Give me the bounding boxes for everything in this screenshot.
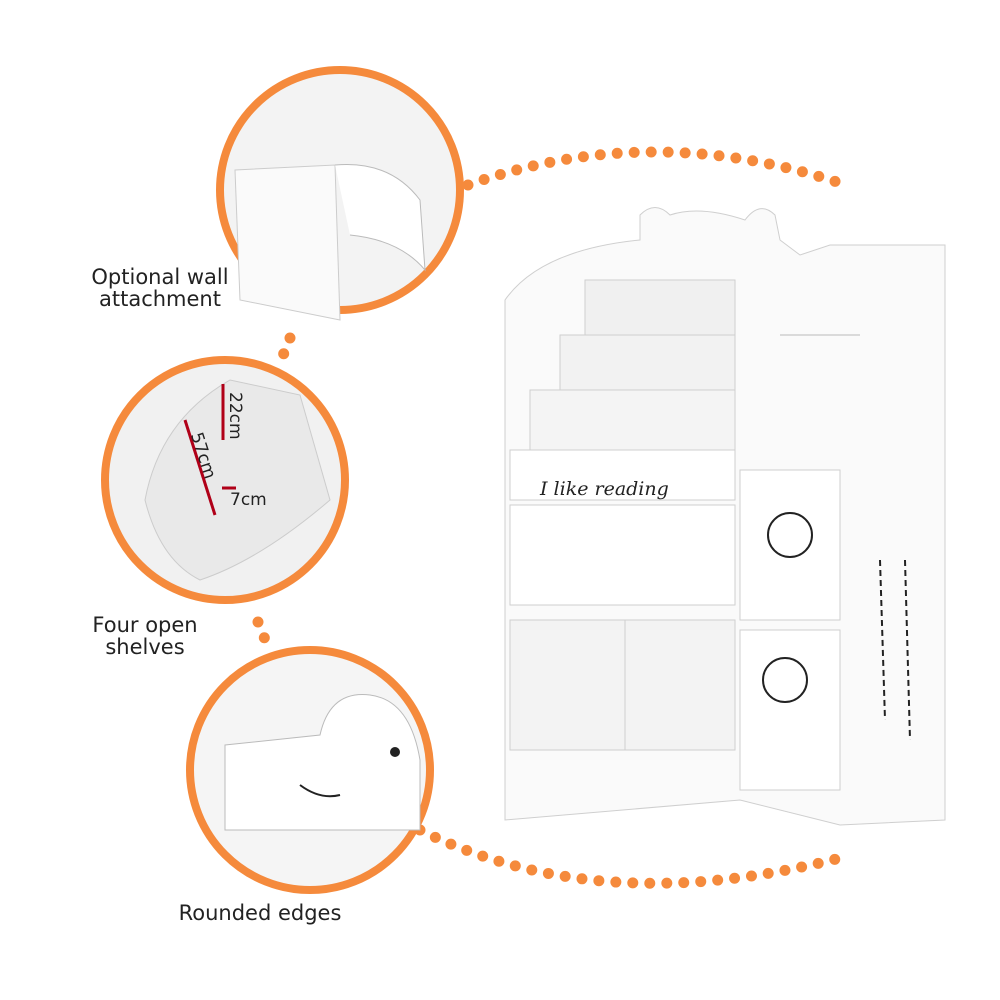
detail-circle-rounded-edges <box>186 646 434 894</box>
dotted-arc-top <box>462 146 846 191</box>
detail-circle-wall-attachment <box>216 66 464 321</box>
label-line: Rounded edges <box>178 901 342 925</box>
detail-circle-shelves <box>101 356 349 604</box>
bookshelf-product <box>504 207 946 826</box>
dotted-arc-bottom <box>414 824 846 889</box>
label-line: attachment <box>99 287 221 311</box>
feature-label-wall-attachment: Optional wall attachment <box>55 266 265 310</box>
depth-dimension: 7cm <box>230 490 267 510</box>
product-slogan: I like reading <box>540 478 669 500</box>
label-line: Optional wall <box>91 265 229 289</box>
feature-label-shelves: Four open shelves <box>55 614 235 658</box>
label-line: shelves <box>105 635 185 659</box>
dotted-link-1 <box>276 332 296 364</box>
height-dimension: 22cm <box>225 392 245 440</box>
label-line: Four open <box>92 613 198 637</box>
dotted-link-2 <box>252 616 272 648</box>
feature-label-rounded-edges: Rounded edges <box>150 902 370 924</box>
